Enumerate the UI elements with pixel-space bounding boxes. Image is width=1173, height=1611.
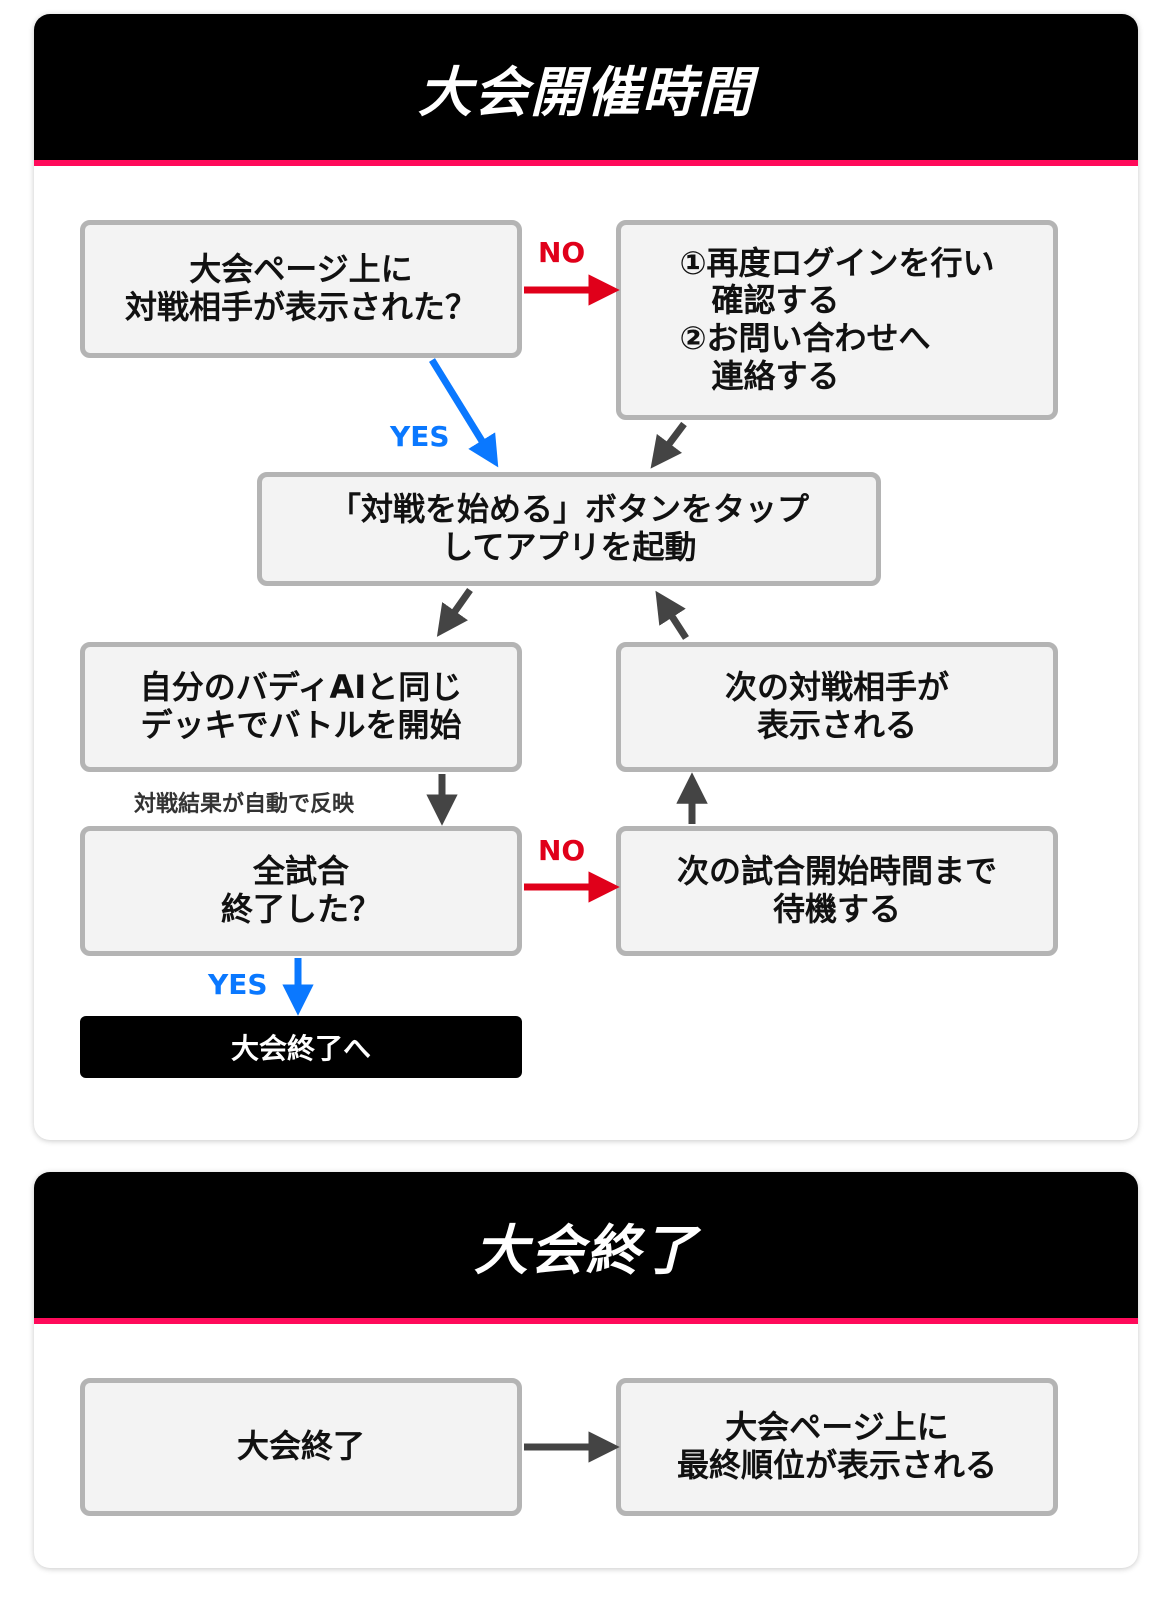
tournament-end-title: 大会終了	[474, 1218, 698, 1282]
tournament-time-header: 大会開催時間	[34, 14, 1138, 166]
start-app-text: 「対戦を始める」ボタンをタップ してアプリを起動	[328, 490, 809, 566]
flow-arrows	[282, 274, 708, 1016]
tournament-end-panel: 大会終了 大会終了 大会ページ上に 最終順位が表示される	[34, 1172, 1138, 1568]
wait-next-match-box: 次の試合開始時間まで 待機する	[616, 826, 1058, 956]
yes-label-end: YES	[208, 968, 268, 1001]
all-matches-done-box: 全試合 終了した？	[80, 826, 522, 956]
yes-label-start-app: YES	[390, 420, 450, 453]
arrow-yes-to-start-app	[429, 358, 499, 468]
start-battle-box: 自分のバディAIと同じ デッキでバトルを開始	[80, 642, 522, 772]
start-battle-text: 自分のバディAIと同じ デッキでバトルを開始	[139, 668, 463, 744]
check-opponent-box: 大会ページ上に 対戦相手が表示された？	[80, 220, 522, 358]
wait-next-match-text: 次の試合開始時間まで 待機する	[676, 852, 997, 928]
no-label-relogin: NO	[538, 236, 586, 269]
final-ranking-box: 大会ページ上に 最終順位が表示される	[616, 1378, 1058, 1516]
next-opponent-box: 次の対戦相手が 表示される	[616, 642, 1058, 772]
end-flow-arrows	[524, 1431, 620, 1463]
all-matches-done-text: 全試合 終了した？	[220, 852, 381, 928]
start-app-box: 「対戦を始める」ボタンをタップ してアプリを起動	[257, 472, 881, 586]
final-ranking-text: 大会ページ上に 最終順位が表示される	[676, 1408, 997, 1484]
auto-result-note: 対戦結果が自動で反映	[134, 792, 355, 817]
to-tournament-end-box: 大会終了へ	[80, 1016, 522, 1078]
tournament-time-title: 大会開催時間	[418, 60, 754, 124]
no-label-wait: NO	[538, 834, 586, 867]
arrow-start-app-to-battle	[436, 587, 473, 637]
tournament-end-text: 大会終了	[236, 1427, 365, 1466]
arrow-next-opponent-to-start-app	[655, 590, 689, 640]
tournament-end-box: 大会終了	[80, 1378, 522, 1516]
next-opponent-text: 次の対戦相手が 表示される	[724, 668, 949, 744]
check-opponent-text: 大会ページ上に 対戦相手が表示された？	[124, 250, 477, 326]
relogin-box: ①再度ログインを行い 確認する ②お問い合わせへ 連絡する	[616, 220, 1058, 420]
tournament-end-header: 大会終了	[34, 1172, 1138, 1324]
relogin-text: ①再度ログインを行い 確認する ②お問い合わせへ 連絡する	[679, 243, 995, 395]
arrow-relogin-to-start-app	[650, 421, 687, 469]
to-tournament-end-text: 大会終了へ	[230, 1032, 371, 1065]
tournament-time-panel: 大会開催時間 大会ページ上に 対戦相手が表示された？ ①再度ログインを行い 確認…	[34, 14, 1138, 1140]
